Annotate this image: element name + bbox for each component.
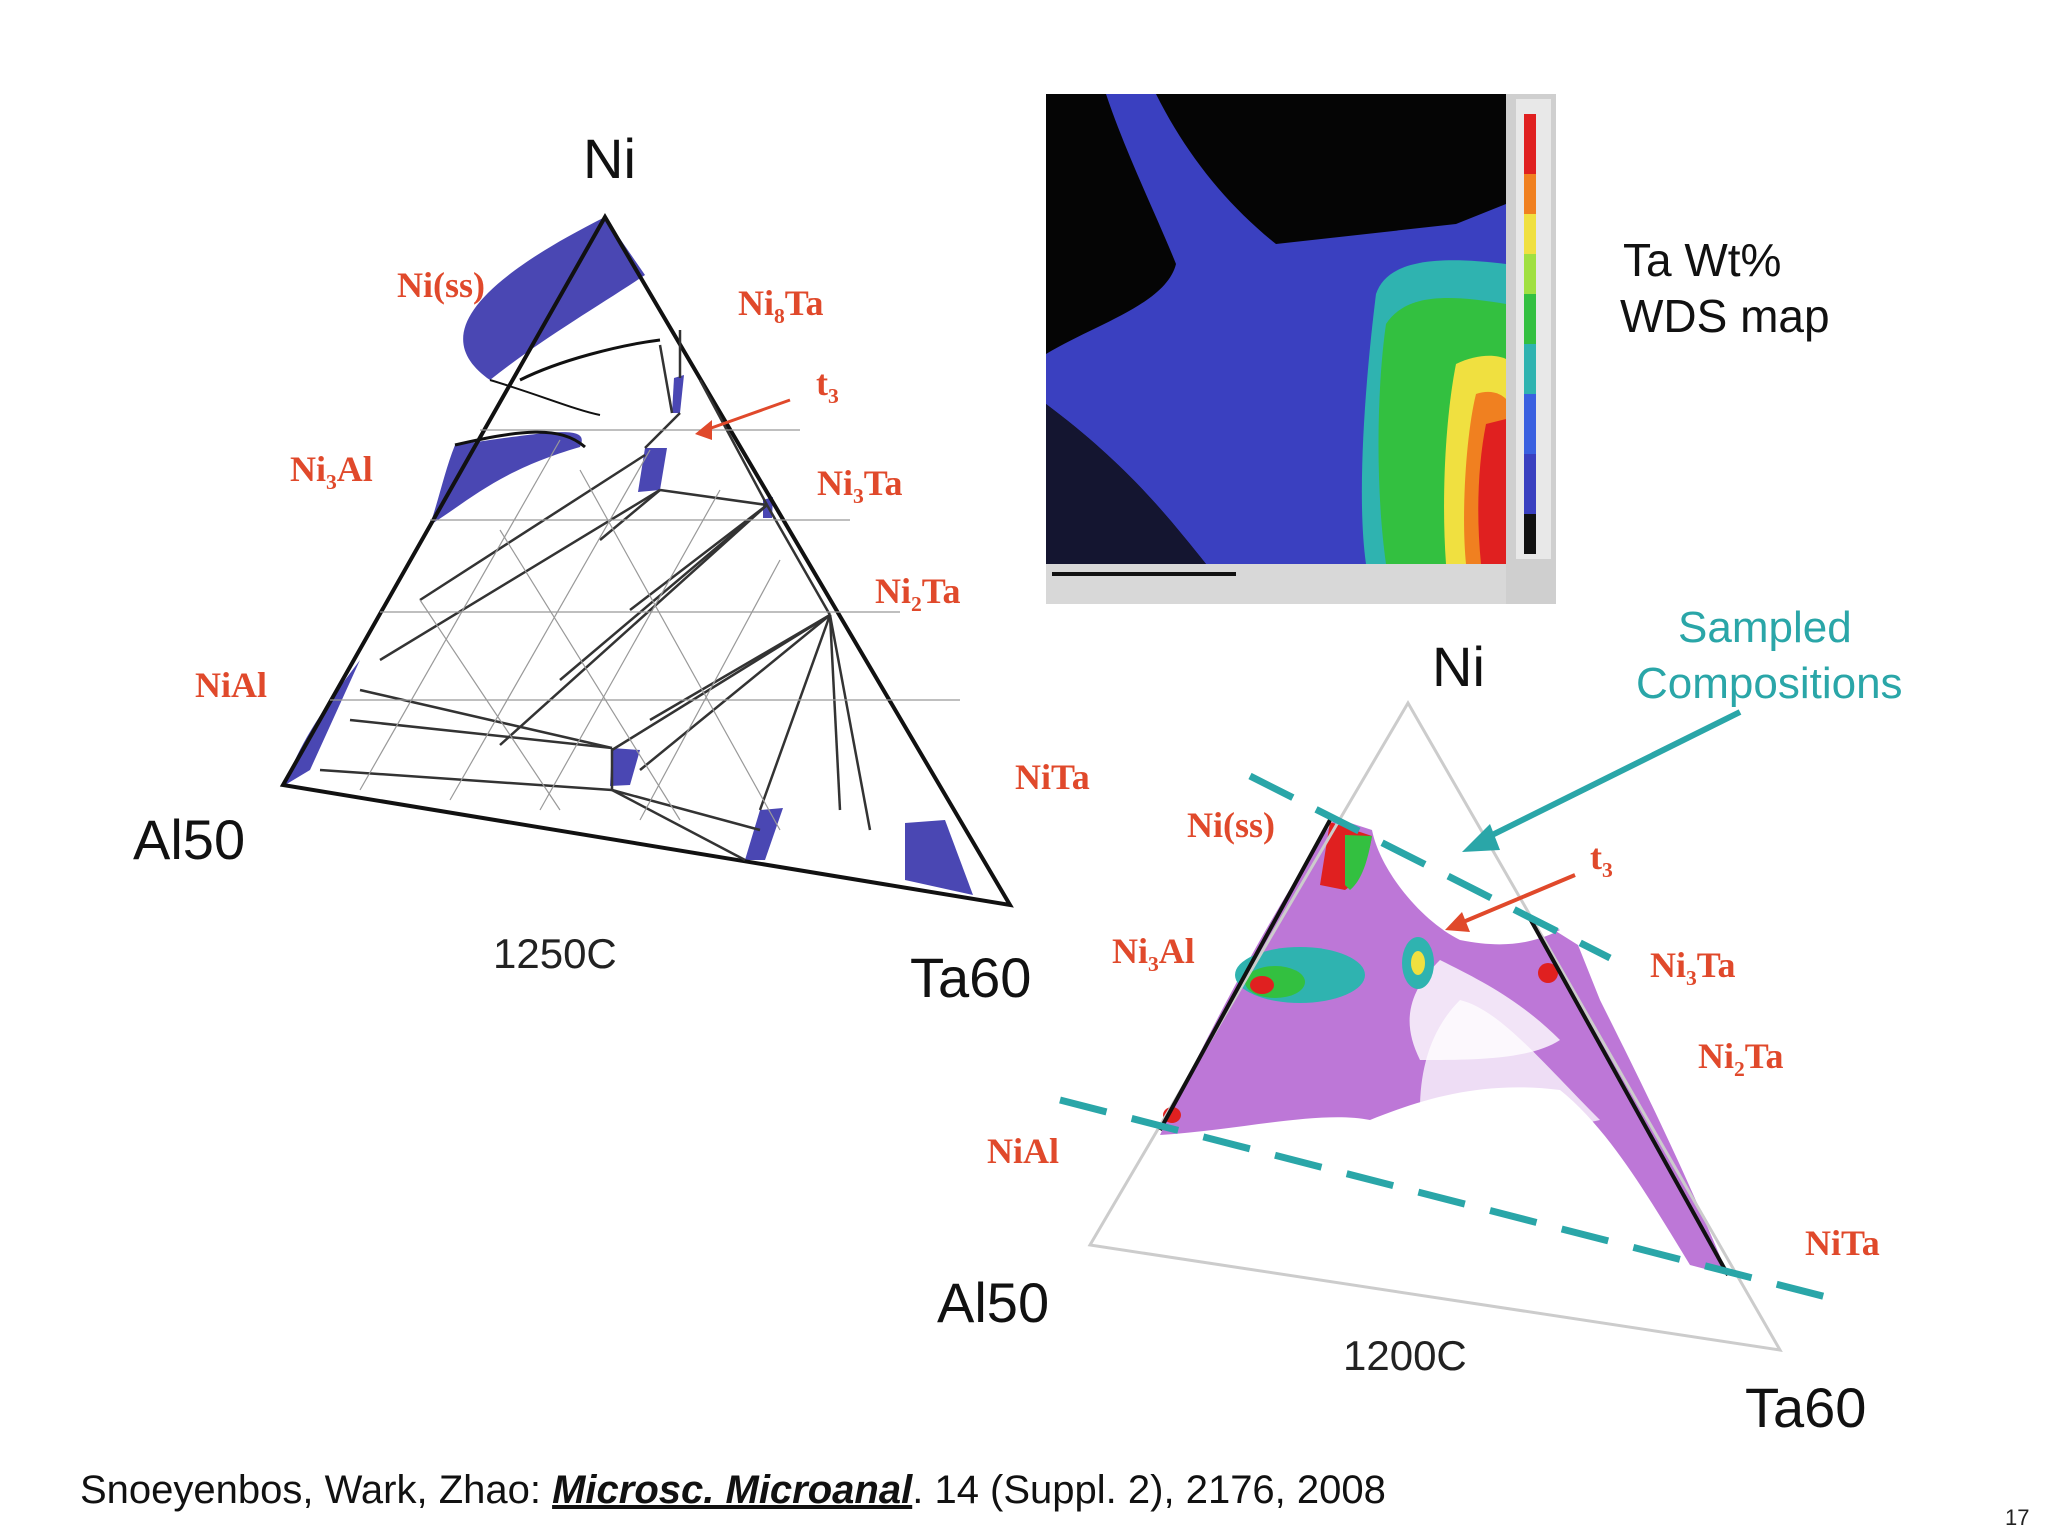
- left-ternary-diagram: [279, 213, 1014, 908]
- sampled-compositions-label-line1: Sampled: [1678, 603, 1852, 652]
- left-label-nial: NiAl: [195, 665, 267, 705]
- right-label-niss: Ni(ss): [1187, 805, 1275, 845]
- phase-region-center: [610, 748, 640, 786]
- left-label-ni3ta: Ni3Ta: [817, 463, 903, 509]
- left-label-nita: NiTa: [1015, 757, 1090, 797]
- phase-region-nita-small: [745, 808, 783, 860]
- right-temperature: 1200C: [1343, 1332, 1467, 1379]
- right-label-ni2ta: Ni2Ta: [1698, 1036, 1784, 1082]
- citation: Snoeyenbos, Wark, Zhao: Microsc. Microan…: [80, 1468, 1386, 1513]
- left-vertex-ta60: Ta60: [910, 946, 1032, 1009]
- right-vertex-al50: Al50: [937, 1271, 1050, 1334]
- right-label-t3: t3: [1590, 837, 1613, 883]
- citation-details: . 14 (Suppl. 2), 2176, 2008: [912, 1468, 1386, 1512]
- upper-sampling-boundary: [1248, 772, 1612, 962]
- wds-map-image: [1046, 94, 1556, 604]
- left-t3-arrow: [699, 398, 791, 434]
- right-vertex-ni: Ni: [1432, 635, 1485, 698]
- sampled-compositions-arrow: [1476, 709, 1742, 845]
- right-label-nita: NiTa: [1805, 1223, 1880, 1263]
- citation-journal[interactable]: Microsc. Microanal: [552, 1468, 913, 1512]
- wds-map-graphic: [1046, 94, 1551, 604]
- left-vertex-al50: Al50: [133, 808, 246, 871]
- left-temperature: 1250C: [493, 930, 617, 977]
- wds-map-title-line2: WDS map: [1620, 290, 1830, 342]
- right-label-ni3ta: Ni3Ta: [1650, 945, 1736, 991]
- phase-region-nita: [905, 820, 973, 895]
- page-number: 17: [2005, 1505, 2030, 1530]
- left-tie-lines: [319, 330, 872, 862]
- lower-sampling-boundary: [1059, 1096, 1839, 1304]
- left-label-niss: Ni(ss): [397, 265, 485, 305]
- citation-authors: Snoeyenbos, Wark, Zhao:: [80, 1468, 553, 1512]
- right-t3-arrow: [1455, 873, 1576, 927]
- left-label-ni3al: Ni3Al: [290, 449, 373, 495]
- left-label-ni8ta: Ni8Ta: [738, 283, 824, 329]
- phase-region-nial: [285, 660, 360, 785]
- right-label-nial: NiAl: [987, 1131, 1059, 1171]
- phase-region-ni8ta: [672, 375, 684, 413]
- left-grid: [330, 429, 960, 831]
- right-vertex-ta60: Ta60: [1745, 1376, 1867, 1439]
- left-vertex-ni: Ni: [583, 127, 636, 190]
- right-triangle-outline: [1087, 700, 1783, 1352]
- left-triangle-outline: [279, 213, 1014, 908]
- wds-map-title-line1: Ta Wt%: [1623, 234, 1782, 286]
- right-label-ni3al: Ni3Al: [1112, 931, 1195, 977]
- sampled-compositions-label-line2: Compositions: [1636, 659, 1903, 708]
- phase-region-niss: [463, 217, 645, 380]
- left-label-t3: t3: [816, 363, 839, 409]
- left-label-ni2ta: Ni2Ta: [875, 571, 961, 617]
